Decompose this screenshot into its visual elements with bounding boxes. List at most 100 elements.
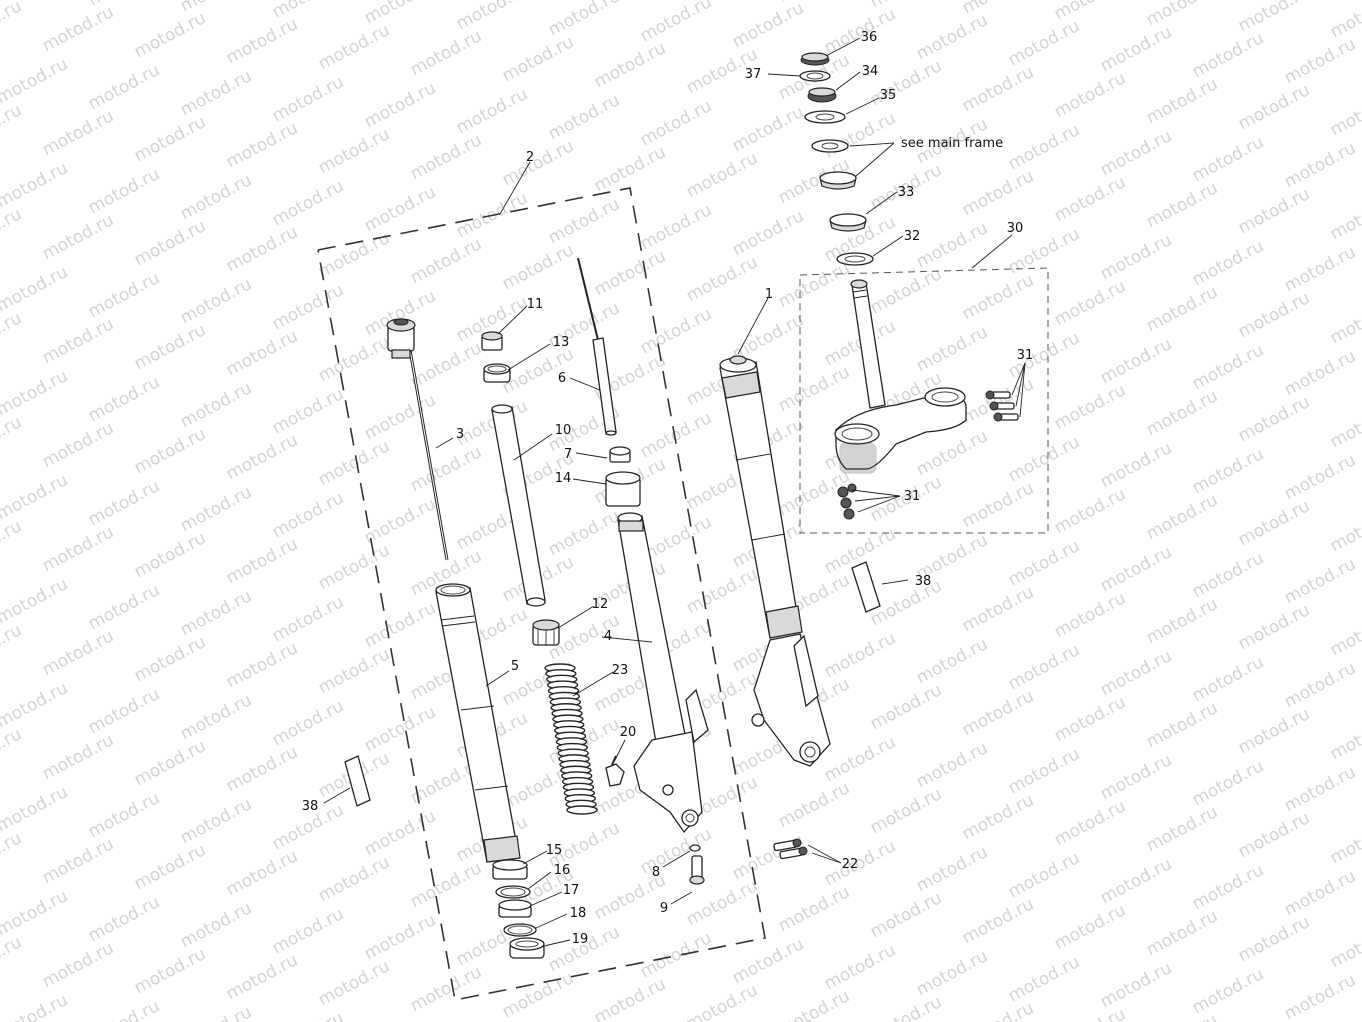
watermark-text: motod.ru — [637, 200, 715, 254]
watermark-text: motod.ru — [913, 426, 991, 480]
watermark-text: motod.ru — [1189, 964, 1267, 1018]
watermark-text: motod.ru — [223, 222, 301, 276]
watermark-text: motod.ru — [453, 84, 531, 138]
watermark-text: motod.ru — [913, 322, 991, 376]
watermark-text: motod.ru — [1235, 808, 1313, 862]
label-18: 18 — [570, 906, 587, 921]
watermark-text: motod.ru — [729, 0, 807, 52]
watermark-text: motod.ru — [0, 204, 25, 258]
watermark-text: motod.ru — [683, 148, 761, 202]
watermark-text: motod.ru — [499, 968, 577, 1022]
watermark-text: motod.ru — [1327, 606, 1362, 660]
watermark-text: motod.ru — [1281, 658, 1359, 712]
watermark-text: motod.ru — [223, 118, 301, 172]
label-32: 32 — [904, 229, 921, 244]
watermark-text: motod.ru — [1051, 68, 1129, 122]
watermark-text: motod.ru — [1143, 1010, 1221, 1022]
watermark-text: motod.ru — [1051, 692, 1129, 746]
watermark-text: motod.ru — [85, 892, 163, 946]
watermark-text: motod.ru — [1143, 802, 1221, 856]
watermark-text: motod.ru — [0, 782, 71, 836]
watermark-text: motod.ru — [39, 314, 117, 368]
watermark-text: motod.ru — [1005, 536, 1083, 590]
watermark-text: motod.ru — [775, 986, 853, 1022]
watermark-text: motod.ru — [223, 846, 301, 900]
watermark-text: motod.ru — [407, 130, 485, 184]
label-38-left: 38 — [302, 799, 319, 814]
watermark-text: motod.ru — [223, 638, 301, 692]
watermark-text: motod.ru — [959, 790, 1037, 844]
watermark-text: motod.ru — [1235, 912, 1313, 966]
watermark-text: motod.ru — [637, 928, 715, 982]
watermark-text: motod.ru — [131, 736, 209, 790]
watermark-text: motod.ru — [959, 894, 1037, 948]
label-7: 7 — [564, 447, 572, 462]
watermark-text: motod.ru — [361, 910, 439, 964]
watermark-text: motod.ru — [131, 840, 209, 894]
watermark-text: motod.ru — [1005, 848, 1083, 902]
watermark-text: motod.ru — [821, 836, 899, 890]
watermark-text: motod.ru — [591, 38, 669, 92]
watermark-text: motod.ru — [269, 384, 347, 438]
watermark-text: motod.ru — [0, 0, 25, 50]
part-9-bolt — [689, 855, 705, 885]
watermark-text: motod.ru — [1327, 918, 1362, 972]
watermark-text: motod.ru — [1051, 276, 1129, 330]
watermark-text: motod.ru — [1281, 554, 1359, 608]
watermark-text: motod.ru — [1143, 74, 1221, 128]
watermark-text: motod.ru — [85, 268, 163, 322]
watermark-text: motod.ru — [1143, 178, 1221, 232]
watermark-text: motod.ru — [39, 834, 117, 888]
watermark-text: motod.ru — [1143, 386, 1221, 440]
watermark-text: motod.ru — [821, 628, 899, 682]
watermark-text: motod.ru — [1235, 184, 1313, 238]
watermark-text: motod.ru — [591, 246, 669, 300]
part-34-nut — [807, 87, 837, 103]
watermark-text: motod.ru — [1281, 866, 1359, 920]
watermark-text: motod.ru — [131, 320, 209, 374]
watermark-text: motod.ru — [591, 974, 669, 1022]
watermark-text: motod.ru — [499, 240, 577, 294]
part-16-washer — [495, 885, 531, 899]
watermark-text: motod.ru — [361, 494, 439, 548]
watermark-text: motod.ru — [177, 586, 255, 640]
watermark-text: motod.ru — [1005, 16, 1083, 70]
watermark-text: motod.ru — [1281, 346, 1359, 400]
watermark-text: motod.ru — [499, 32, 577, 86]
watermark-text: motod.ru — [39, 418, 117, 472]
label-10: 10 — [555, 423, 572, 438]
watermark-text: motod.ru — [177, 690, 255, 744]
part-33-bearing — [829, 213, 867, 232]
watermark-text: motod.ru — [545, 194, 623, 248]
watermark-text: motod.ru — [1327, 294, 1362, 348]
watermark-text: motod.ru — [867, 680, 945, 734]
part-23-spring — [544, 663, 598, 815]
watermark-text: motod.ru — [85, 476, 163, 530]
watermark-text: motod.ru — [1327, 502, 1362, 556]
part-31-bolts-upper — [985, 390, 1019, 422]
watermark-text: motod.ru — [39, 938, 117, 992]
watermark-text: motod.ru — [177, 794, 255, 848]
watermark-text: motod.ru — [0, 262, 71, 316]
watermark-text: motod.ru — [1051, 588, 1129, 642]
label-23: 23 — [612, 663, 629, 678]
watermark-text: motod.ru — [223, 326, 301, 380]
watermark-text: motod.ru — [729, 206, 807, 260]
label-5: 5 — [511, 659, 519, 674]
watermark-text: motod.ru — [1097, 542, 1175, 596]
label-1: 1 — [765, 287, 773, 302]
part-20-air-valve — [605, 755, 625, 787]
watermark-text: motod.ru — [177, 170, 255, 224]
watermark-text: motod.ru — [315, 124, 393, 178]
watermark-text: motod.ru — [1143, 490, 1221, 544]
watermark-text: motod.ru — [315, 332, 393, 386]
watermark-text: motod.ru — [223, 950, 301, 1004]
part-14-cap — [605, 471, 641, 507]
watermark-text: motod.ru — [913, 10, 991, 64]
watermark-text: motod.ru — [269, 176, 347, 230]
watermark-text: motod.ru — [1097, 126, 1175, 180]
watermark-text: motod.ru — [269, 696, 347, 750]
watermark-text: motod.ru — [269, 592, 347, 646]
watermark-text: motod.ru — [39, 626, 117, 680]
watermark-text: motod.ru — [867, 56, 945, 110]
